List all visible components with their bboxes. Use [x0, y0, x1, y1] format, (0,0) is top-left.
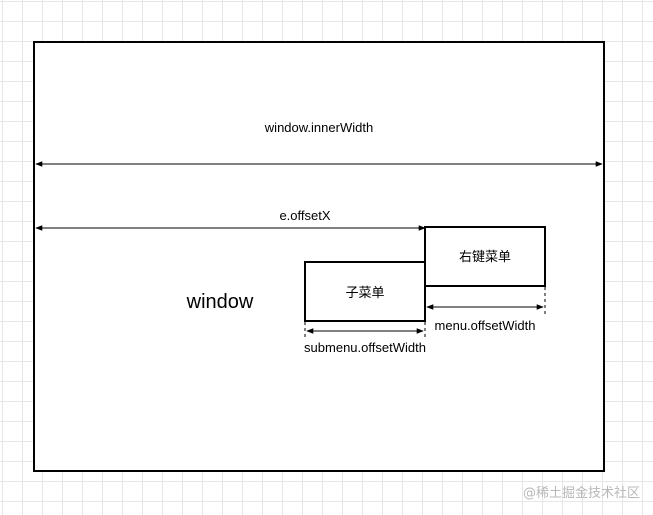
watermark-text: @稀土掘金技术社区 [523, 485, 640, 501]
submenu-label: 子菜单 [345, 286, 384, 301]
window-label: window [186, 291, 254, 313]
submenu-offset-width-label: submenu.offsetWidth [304, 340, 426, 355]
offset-x-label: e.offsetX [279, 208, 330, 223]
context-menu-label: 右键菜单 [459, 250, 511, 265]
submenu-box [304, 261, 426, 322]
menu-offset-width-label: menu.offsetWidth [435, 318, 536, 333]
inner-width-label: window.innerWidth [264, 120, 373, 135]
context-menu-box [424, 226, 546, 287]
